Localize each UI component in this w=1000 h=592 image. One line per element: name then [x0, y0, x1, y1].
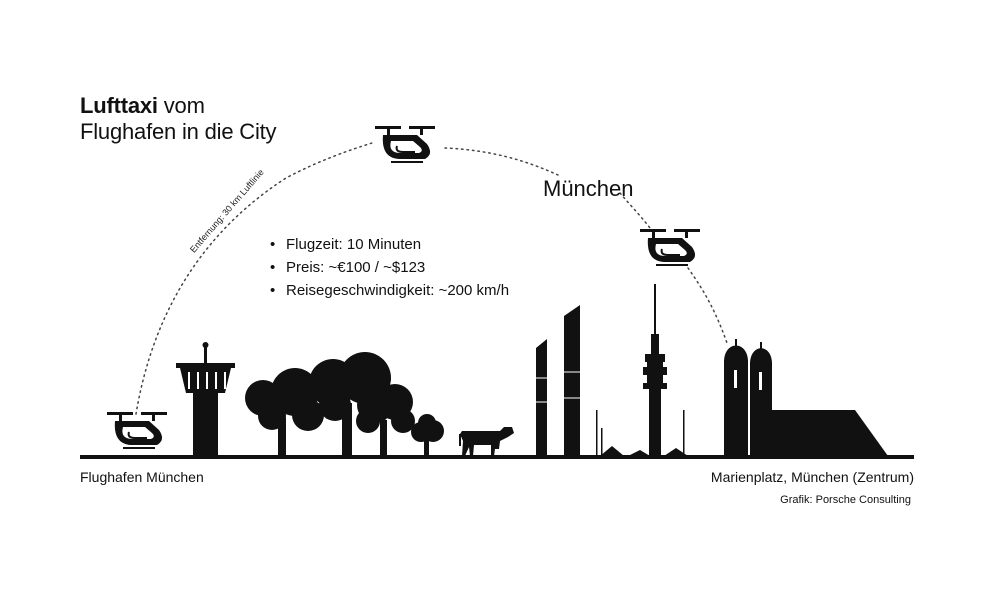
diagram-title: Lufttaxi vom Flughafen in die City	[80, 93, 277, 145]
control-tower-icon	[176, 342, 235, 456]
highrise-icon	[536, 305, 580, 456]
origin-label: Flughafen München	[80, 469, 204, 485]
facts-list: Flugzeit: 10 Minuten Preis: ~€100 / ~$12…	[270, 233, 509, 302]
title-line2: Flughafen in die City	[80, 119, 277, 144]
destination-label: Marienplatz, München (Zentrum)	[710, 469, 914, 485]
air-taxi-icon	[106, 411, 168, 450]
ground-line	[80, 455, 914, 459]
fact-price: Preis: ~€100 / ~$123	[270, 256, 509, 279]
city-label: München	[543, 176, 634, 201]
air-taxi-icon	[374, 125, 436, 164]
title-rest: vom	[157, 93, 205, 118]
air-taxi-icon	[639, 228, 701, 267]
tree-icon	[356, 384, 415, 456]
tree-icon	[245, 368, 324, 456]
tree-icon	[411, 414, 444, 456]
frauenkirche-icon	[724, 339, 888, 456]
title-bold: Lufttaxi	[80, 93, 158, 118]
fact-speed: Reisegeschwindigkeit: ~200 km/h	[270, 279, 509, 302]
cow-icon	[459, 427, 514, 456]
fact-flight-time: Flugzeit: 10 Minuten	[270, 233, 509, 256]
tv-tower-icon	[643, 284, 667, 456]
flight-path	[135, 142, 728, 415]
credit-label: Grafik: Porsche Consulting	[780, 494, 911, 506]
